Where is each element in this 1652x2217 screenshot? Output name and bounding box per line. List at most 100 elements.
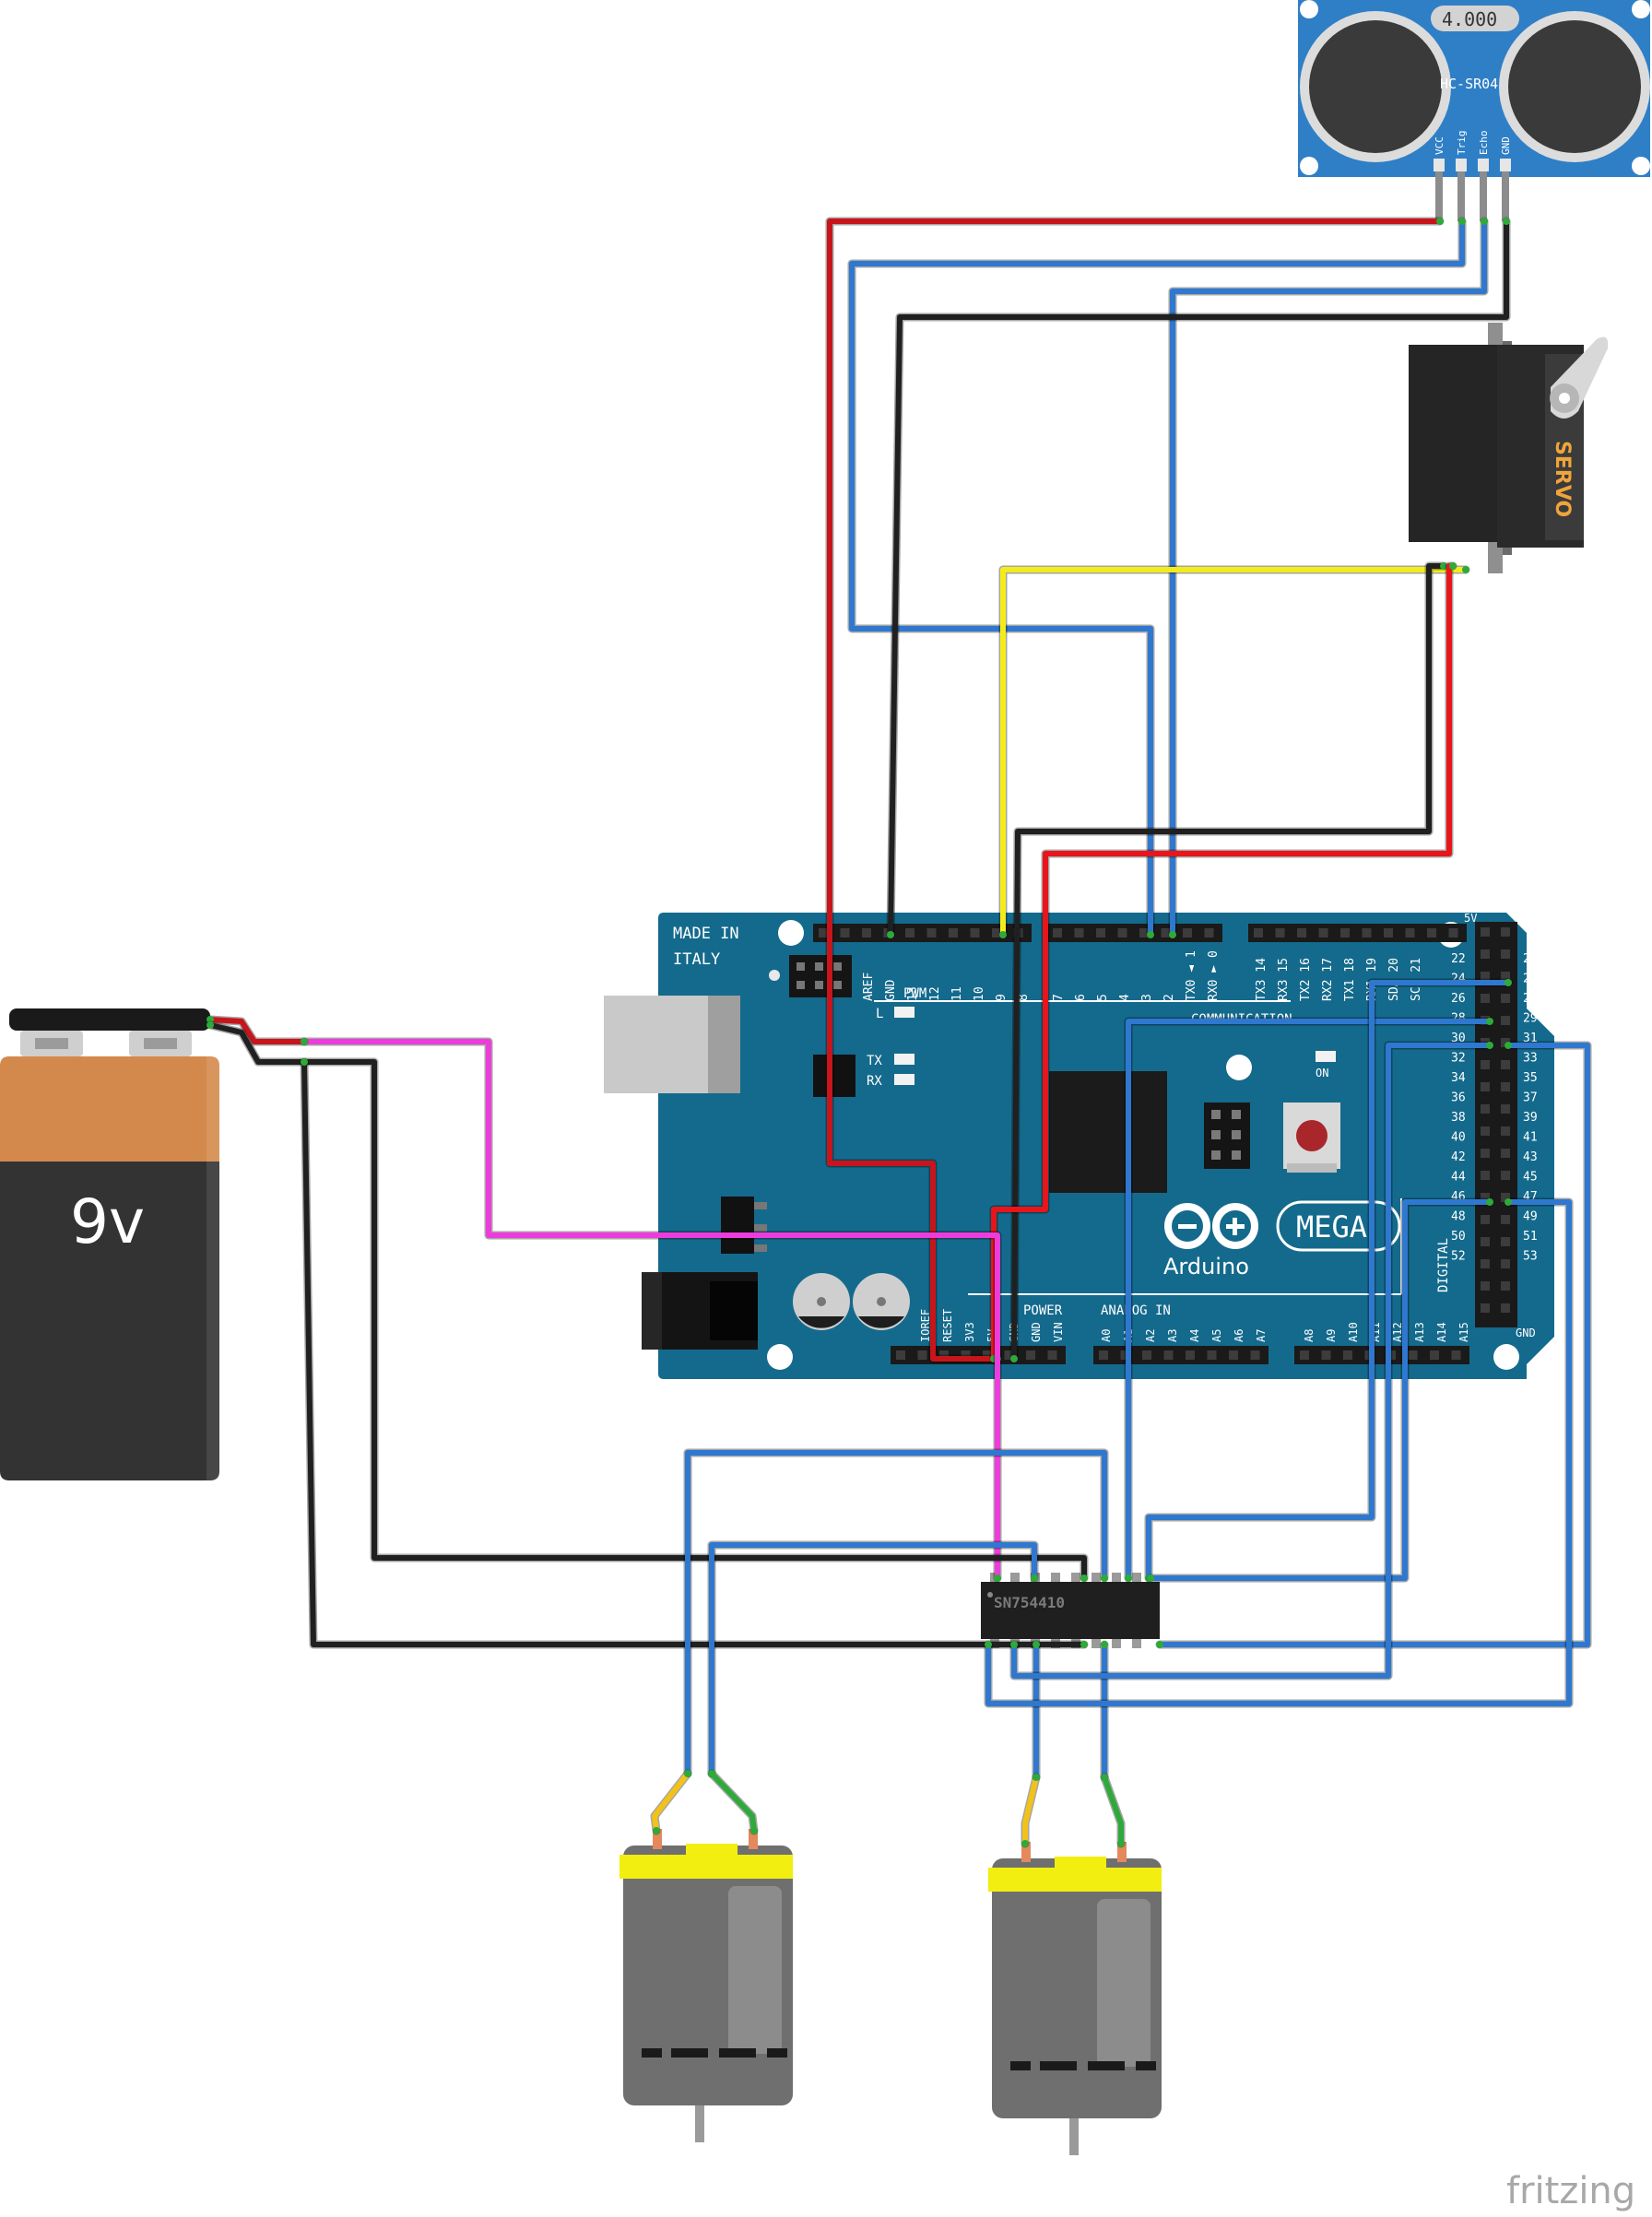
digital-pin-label: 39 [1523, 1111, 1538, 1125]
header-pin [1501, 1149, 1510, 1158]
digital-pin-label: 29 [1523, 1012, 1538, 1026]
fritzing-watermark: fritzing [1506, 2170, 1635, 2212]
top-pin-label: TX2 16 [1299, 958, 1313, 1001]
header-pin [926, 928, 937, 938]
header-pin [1318, 928, 1328, 938]
header-pin [917, 1350, 927, 1360]
capacitor [793, 1273, 850, 1330]
transducer-right [1499, 11, 1650, 162]
microcontroller-chip [1049, 1071, 1167, 1193]
header-pin [1408, 1350, 1418, 1360]
analog-in-label: ANALOG IN [1101, 1303, 1171, 1318]
bottom-pin-label: GND [1030, 1322, 1043, 1342]
bottom-pin-label: A10 [1347, 1322, 1360, 1342]
ic-pin [1112, 1637, 1121, 1648]
arduino-mega-board: MADE IN ITALY PWM COMMUNICATION L TX RX … [604, 912, 1554, 1379]
made-in-label: MADE IN [673, 925, 739, 943]
top-pin-label: SDA 20 [1387, 958, 1401, 1001]
header-pin [1117, 928, 1127, 938]
mounting-hole [1226, 1055, 1252, 1080]
crystal-oscillator [1431, 6, 1519, 31]
wire-endpoint [301, 1038, 308, 1045]
header-pin [1405, 928, 1415, 938]
wire-endpoint [1481, 218, 1488, 225]
header-pin [1501, 1237, 1510, 1246]
wire-battery-positive [301, 1039, 1000, 1581]
header-pin [1501, 994, 1510, 1003]
bottom-pin-label: A3 [1166, 1329, 1179, 1342]
dc-motor-left [620, 1829, 793, 2142]
ic-label: SN754410 [994, 1594, 1065, 1611]
header-pin [862, 928, 871, 938]
wire-endpoint [684, 1770, 691, 1777]
header-pin [1501, 1259, 1510, 1268]
digital-pin-label: 45 [1523, 1171, 1538, 1185]
header-pin [1163, 1350, 1174, 1360]
servo-horn [1550, 336, 1609, 419]
header-pin [1340, 928, 1350, 938]
wire-endpoint [1486, 1198, 1493, 1206]
wire-endpoint [1080, 1574, 1088, 1582]
wire-endpoint [1486, 1018, 1493, 1025]
mounting-hole [778, 920, 804, 946]
header-bottom-analog [1093, 1346, 1268, 1364]
header-pin [961, 1350, 971, 1360]
header-pin [1481, 949, 1490, 959]
pin-headers [813, 922, 1517, 1364]
digital-pin-label: 38 [1451, 1111, 1466, 1125]
digital-pin-label: 23 [1523, 952, 1538, 966]
ic-pin [1092, 1637, 1101, 1648]
wire-ic-input-4 [1157, 1043, 1590, 1647]
top-pin-label: 10 [973, 986, 986, 1001]
sensor-pin-label: VCC [1434, 136, 1446, 155]
wire-endpoint [994, 1574, 1001, 1582]
header-pin [1481, 1060, 1490, 1069]
battery-terminals [20, 1031, 192, 1056]
sensor-pin-pad [1456, 159, 1467, 171]
ic-pin [1132, 1637, 1141, 1648]
wire-endpoint [1101, 1641, 1108, 1648]
wire-ic-enable-2 [985, 1199, 1572, 1706]
capacitor [853, 1273, 910, 1330]
wire-endpoint [1504, 1042, 1512, 1049]
digital-pin-label: 50 [1451, 1230, 1466, 1244]
digital-pin-label: 35 [1523, 1071, 1538, 1085]
header-pin [1481, 1126, 1490, 1136]
top-pin-label: AREF [862, 973, 876, 1001]
digital-pin-label: 51 [1523, 1230, 1538, 1244]
digital-pin-label: 52 [1451, 1250, 1466, 1264]
wire-endpoint [1156, 1641, 1163, 1648]
usb-connector [604, 996, 740, 1093]
top-pin-label: 6 [1074, 994, 1088, 1001]
mounting-hole [767, 1344, 793, 1370]
digital-pin-label: 27 [1523, 992, 1538, 1006]
digital-pin-label: 30 [1451, 1032, 1466, 1045]
wire-ic-input-3 [1148, 1199, 1493, 1581]
header-pin [1501, 1082, 1510, 1091]
top-pin-label: 5 [1096, 994, 1110, 1001]
header-pin [1096, 928, 1105, 938]
wire-sensor-echo [1170, 218, 1487, 938]
header-pin [1183, 928, 1192, 938]
wire-endpoint [301, 1058, 308, 1066]
header-pin [1481, 1259, 1490, 1268]
header-pin [1501, 1016, 1510, 1025]
header-pin [905, 928, 914, 938]
digital-pin-label: 42 [1451, 1150, 1466, 1164]
wire-battery-gnd-ic [301, 1059, 1087, 1647]
header-pin [1451, 1350, 1461, 1360]
wire-motor-left-lead-yellow [652, 1771, 690, 1834]
wire-endpoint [1021, 1840, 1029, 1847]
wire-endpoint [1125, 1574, 1132, 1582]
reset-button[interactable] [1283, 1103, 1340, 1173]
header-pin [1448, 928, 1458, 938]
ic-pin [1112, 1573, 1121, 1584]
wire-endpoint [1504, 979, 1512, 986]
mounting-hole [1632, 0, 1650, 18]
wire-endpoint [1449, 562, 1457, 570]
wire-servo-gnd [1011, 563, 1446, 1362]
top-pin-label: RX3 15 [1277, 958, 1291, 1001]
header-pin [819, 928, 828, 938]
